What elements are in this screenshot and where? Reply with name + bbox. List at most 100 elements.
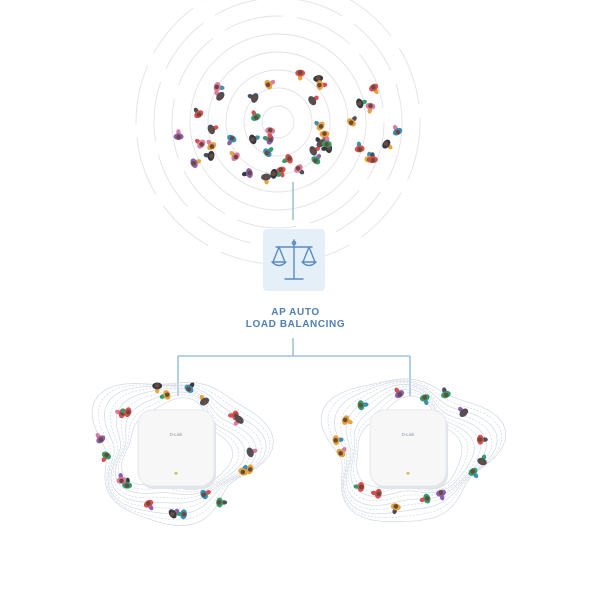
person-icon bbox=[476, 434, 488, 445]
ap-body bbox=[369, 409, 447, 487]
person-icon bbox=[321, 136, 332, 148]
person-icon bbox=[394, 387, 405, 399]
person-icon bbox=[261, 173, 272, 185]
person-icon bbox=[357, 400, 369, 411]
person-icon bbox=[247, 93, 259, 103]
right-ap-users bbox=[332, 387, 488, 515]
person-icon bbox=[336, 447, 347, 458]
person-icon bbox=[468, 467, 479, 479]
signal-ring bbox=[171, 15, 385, 229]
person-icon bbox=[173, 129, 184, 141]
person-icon bbox=[346, 116, 357, 127]
person-icon bbox=[295, 69, 306, 81]
person-icon bbox=[369, 83, 379, 95]
person-icon bbox=[238, 464, 248, 476]
person-icon bbox=[122, 477, 133, 489]
person-icon bbox=[184, 382, 195, 393]
coverage-wave bbox=[91, 382, 274, 526]
coverage-wave bbox=[97, 383, 271, 521]
person-icon bbox=[308, 95, 319, 106]
person-icon bbox=[458, 406, 469, 417]
person-icon bbox=[356, 98, 367, 109]
person-icon bbox=[263, 147, 274, 158]
person-icon bbox=[199, 394, 210, 406]
person-icon bbox=[265, 127, 276, 139]
person-icon bbox=[249, 134, 260, 145]
person-icon bbox=[246, 447, 258, 458]
ap-logo-text: D-Link bbox=[169, 432, 183, 437]
person-icon bbox=[214, 90, 225, 101]
person-icon bbox=[213, 82, 225, 92]
person-icon bbox=[143, 499, 154, 511]
person-icon bbox=[194, 138, 206, 149]
person-icon bbox=[354, 141, 365, 153]
signal-ring bbox=[243, 87, 313, 157]
person-icon bbox=[159, 390, 171, 400]
person-icon bbox=[227, 134, 237, 146]
person-icon bbox=[270, 168, 282, 179]
person-icon bbox=[116, 472, 127, 484]
ap-logo-text: D-Link bbox=[401, 432, 415, 437]
person-icon bbox=[95, 433, 106, 444]
person-icon bbox=[241, 168, 253, 179]
person-icon bbox=[477, 454, 487, 466]
person-icon bbox=[282, 154, 293, 164]
access-point-left: D-Link bbox=[137, 409, 216, 489]
person-icon bbox=[275, 166, 286, 178]
left-ap-coverage: D-Link bbox=[91, 382, 274, 526]
person-icon bbox=[311, 153, 322, 165]
person-icon bbox=[392, 124, 403, 136]
person-icon bbox=[200, 489, 211, 500]
ap-led bbox=[174, 472, 178, 475]
person-icon bbox=[229, 151, 240, 162]
left-ap-users bbox=[95, 382, 258, 520]
person-icon bbox=[436, 489, 446, 501]
right-ap-coverage: D-Link bbox=[320, 378, 507, 522]
person-icon bbox=[294, 164, 305, 175]
label-line-2: LOAD BALANCING bbox=[245, 319, 346, 330]
left-ap-waves bbox=[91, 382, 274, 526]
person-icon bbox=[264, 79, 276, 90]
user-crowd bbox=[173, 69, 403, 185]
person-icon bbox=[365, 102, 376, 114]
person-icon bbox=[441, 387, 451, 399]
person-icon bbox=[309, 146, 321, 156]
person-icon bbox=[419, 394, 430, 406]
person-icon bbox=[120, 407, 132, 418]
person-icon bbox=[152, 382, 163, 394]
person-icon bbox=[390, 503, 401, 515]
signal-ring bbox=[261, 105, 295, 139]
person-icon bbox=[370, 488, 382, 499]
person-icon bbox=[193, 107, 204, 119]
person-icon bbox=[341, 415, 353, 425]
person-icon bbox=[314, 120, 325, 131]
balance-scale-icon bbox=[271, 239, 317, 280]
coverage-wave bbox=[103, 385, 267, 515]
signal-ring bbox=[153, 0, 403, 247]
label-line-1: AP AUTO bbox=[271, 307, 320, 318]
person-icon bbox=[101, 451, 112, 463]
access-point-right: D-Link bbox=[369, 409, 448, 489]
signal-ring bbox=[189, 33, 367, 211]
person-icon bbox=[206, 139, 217, 151]
person-icon bbox=[207, 124, 219, 135]
person-icon bbox=[203, 150, 215, 161]
person-icon bbox=[251, 110, 261, 121]
person-icon bbox=[216, 497, 228, 508]
person-icon bbox=[316, 80, 328, 91]
coverage-wave bbox=[353, 392, 469, 493]
person-icon bbox=[190, 158, 202, 168]
person-icon bbox=[332, 435, 344, 446]
coverage-wave bbox=[115, 391, 246, 496]
coverage-wave bbox=[117, 394, 240, 493]
ap-body bbox=[137, 409, 215, 487]
ap-led bbox=[406, 472, 410, 475]
person-icon bbox=[168, 508, 180, 519]
person-icon bbox=[382, 139, 393, 150]
person-icon bbox=[419, 493, 431, 504]
person-icon bbox=[233, 415, 244, 426]
balance-scale-box bbox=[263, 229, 325, 291]
person-icon bbox=[367, 152, 378, 164]
